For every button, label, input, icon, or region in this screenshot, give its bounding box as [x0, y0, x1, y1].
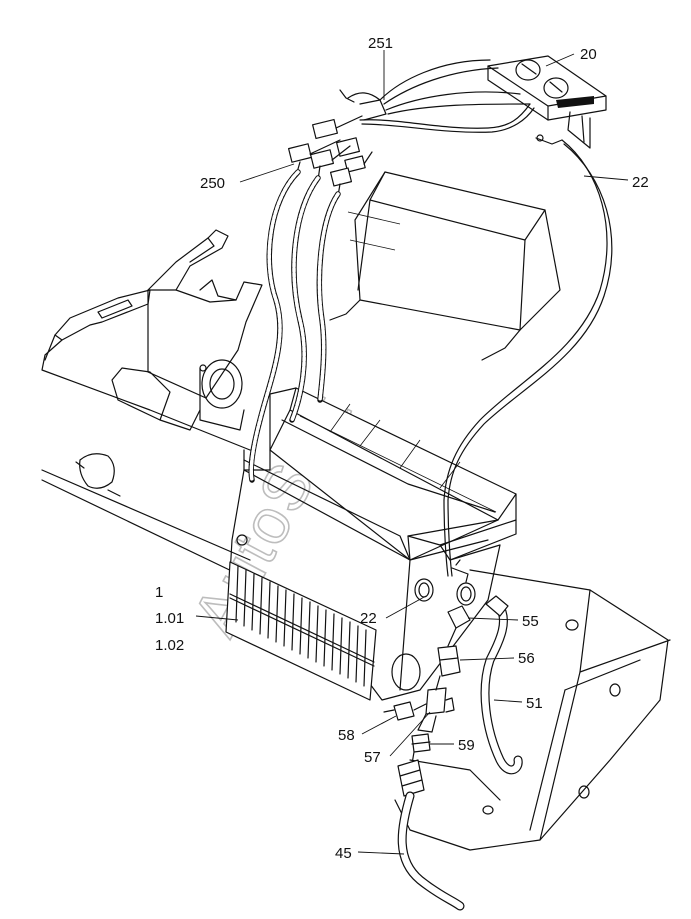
heater-unit: [225, 387, 517, 701]
callout-1-01: 1.01: [155, 610, 184, 627]
callout-22-mid: 22: [360, 610, 377, 627]
callout-20: 20: [580, 46, 597, 63]
callout-250: 250: [200, 175, 225, 192]
callout-56: 56: [518, 650, 535, 667]
callout-1-02: 1.02: [155, 637, 184, 654]
callout-51: 51: [526, 695, 543, 712]
control-panel: [487, 55, 607, 149]
callout-251: 251: [368, 35, 393, 52]
callout-59: 59: [458, 737, 475, 754]
callout-57: 57: [364, 749, 381, 766]
callout-58: 58: [338, 727, 355, 744]
cab-structure: [41, 171, 671, 851]
control-cable: [443, 139, 613, 577]
callout-45: 45: [335, 845, 352, 862]
callout-22-top: 22: [632, 174, 649, 191]
hoses-fittings: [383, 595, 523, 911]
wire-harness: [248, 59, 535, 483]
callout-55: 55: [522, 613, 539, 630]
callout-labels: 251 20 250 22 1 1.01 1.02 22 55 56 51 58…: [155, 35, 649, 862]
leader-lines: [195, 50, 629, 855]
callout-1: 1: [155, 584, 163, 601]
